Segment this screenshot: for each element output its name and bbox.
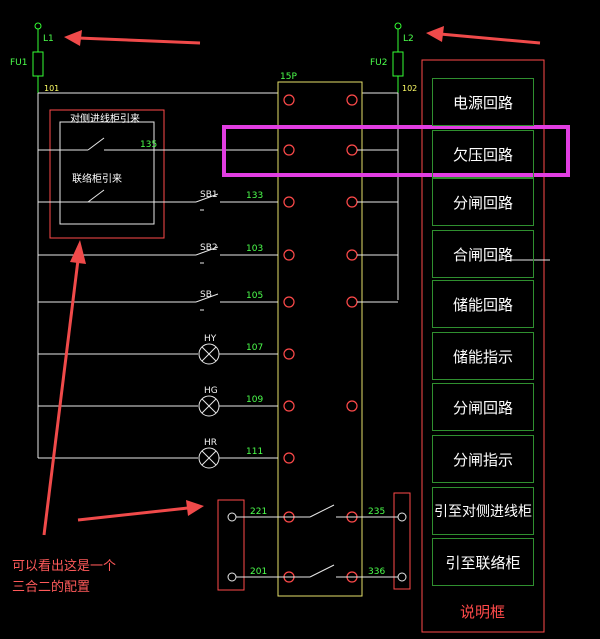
wire-label-103: 103	[246, 244, 264, 254]
lamp-row-3	[38, 447, 278, 469]
arrow-to-bottom-contacts	[77, 500, 204, 522]
power-terminal-left	[32, 22, 44, 93]
wire-label-235: 235	[368, 507, 386, 517]
switch-row-3	[38, 293, 278, 311]
bottom-contact-top	[227, 504, 407, 522]
wire-label-107: 107	[246, 343, 264, 353]
explanation-box-charge: 储能回路	[432, 280, 534, 328]
switch-label-sb: SB	[200, 290, 212, 300]
explanation-box-to-opposite-incomer: 引至对侧进线柜	[432, 487, 534, 535]
explanation-box-close: 合闸回路	[432, 230, 534, 278]
explanation-frame	[421, 59, 545, 633]
label-l1: L1	[43, 34, 54, 44]
arrow-to-right-power	[426, 26, 541, 45]
power-terminal-right	[392, 22, 404, 93]
wire-label-221: 221	[250, 507, 268, 517]
bottom-left-terminal-frame	[217, 499, 245, 591]
bottom-contact-bottom	[227, 564, 407, 582]
arrow-to-contact-box	[42, 240, 86, 536]
lamp-row-2	[38, 395, 278, 417]
contact-switch-bottom	[60, 189, 154, 203]
lamp-label-hy: HY	[204, 334, 217, 344]
switch-row-2	[38, 246, 278, 264]
explanation-box-trip-indicator: 分闸指示	[432, 435, 534, 483]
explanation-box-trip-1: 分闸回路	[432, 178, 534, 226]
lamp-label-hg: HG	[204, 386, 218, 396]
label-fu2: FU2	[370, 58, 388, 68]
terminal-block-frame	[277, 81, 363, 597]
explanation-box-power: 电源回路	[432, 78, 534, 126]
undervoltage-highlight	[222, 125, 570, 177]
incoming-contact-frame	[49, 109, 165, 239]
wire-label-111: 111	[246, 447, 264, 457]
wire-label-105: 105	[246, 291, 264, 301]
terminal-right-dots	[346, 94, 358, 583]
switch-label-sb2: SB2	[200, 243, 218, 253]
terminal-block-label: 15P	[280, 72, 297, 82]
explanation-box-to-tie-cabinet: 引至联络柜	[432, 538, 534, 586]
contact-box-inner: 联络柜引来	[72, 174, 122, 185]
label-101: 101	[44, 84, 60, 93]
contact-switch-top	[60, 137, 154, 151]
annotation-line-2: 三合二的配置	[12, 580, 91, 595]
explanation-box-undervoltage: 欠压回路	[432, 130, 534, 178]
wire-label-201: 201	[250, 567, 268, 577]
annotation-line-1: 可以看出这是一个	[12, 559, 117, 574]
switch-row-1	[38, 193, 278, 211]
arrow-to-left-power	[64, 30, 201, 46]
wire-label-336: 336	[368, 567, 386, 577]
lamp-label-hr: HR	[204, 438, 218, 448]
wire-label-135: 135	[140, 140, 158, 150]
switch-label-sb1: SB1	[200, 190, 218, 200]
wire-label-109: 109	[246, 395, 264, 405]
contact-box-title: 对侧进线柜引来	[70, 114, 140, 125]
explanation-box-charge-indicator: 储能指示	[432, 332, 534, 380]
terminal-left-dots	[283, 94, 295, 583]
label-fu1: FU1	[10, 58, 28, 68]
wire-label-133: 133	[246, 191, 264, 201]
label-102: 102	[402, 84, 418, 93]
lamp-row-1	[38, 343, 278, 365]
explanation-frame-title: 说明框	[459, 603, 505, 621]
label-l2: L2	[403, 34, 414, 44]
bottom-right-terminal-frame	[393, 492, 411, 590]
explanation-box-trip-2: 分闸回路	[432, 383, 534, 431]
